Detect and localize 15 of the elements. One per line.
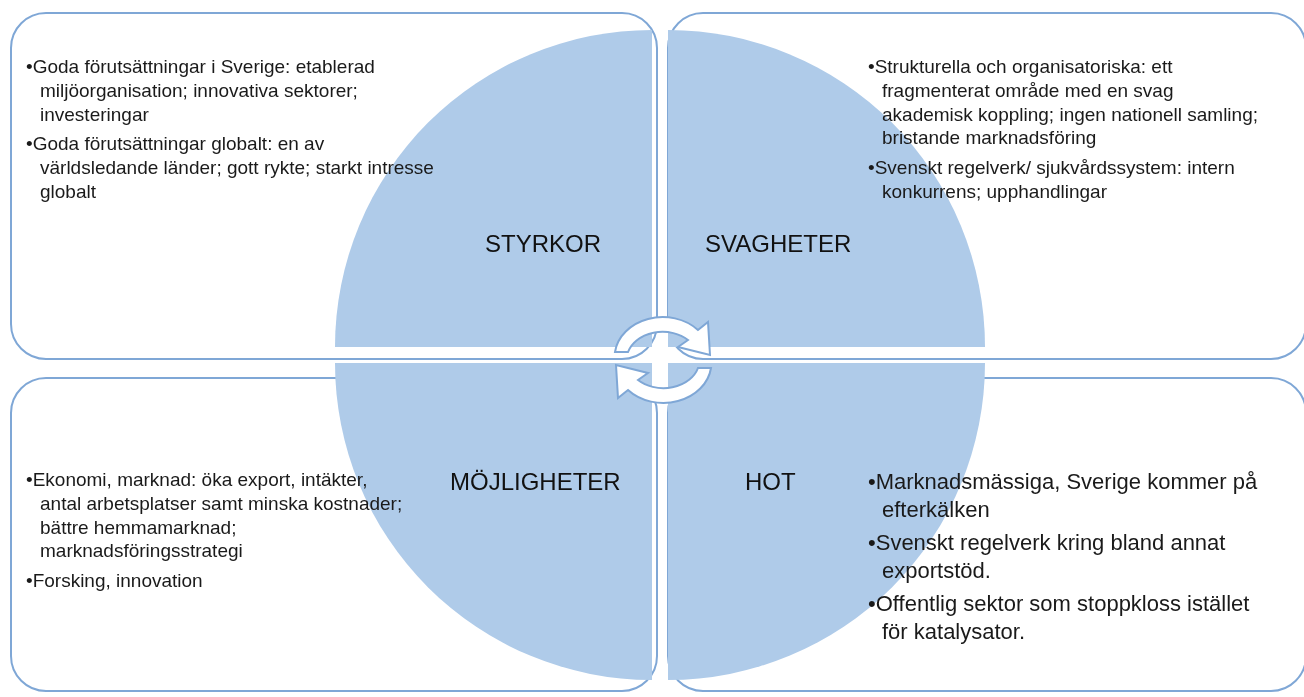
bullet-text: •Marknadsmässiga, Sverige kommer på efterkälken (868, 468, 1259, 523)
quadrant-label: HOT (745, 468, 796, 496)
quadrant-label: STYRKOR (485, 230, 601, 258)
bullet-text: •Goda förutsättningar i Sverige: etablerad miljöorganisation; innovativa sektorer; investeringar (26, 55, 376, 127)
quadrant-label: SVAGHETER (705, 230, 852, 258)
bullet-text: •Forsking, innovation (26, 569, 204, 593)
bullet-text: •Strukturella och organisatoriska: ett fragmenterat område med en svag akademisk koppling; ingen nationell samling; bristande marknadsföring (868, 55, 1259, 150)
swot-panel (667, 12, 1304, 360)
bullet-text: •Svenskt regelverk/ sjukvårdssystem: intern konkurrens; upphandlingar (868, 156, 1236, 204)
swot-panel (10, 12, 658, 360)
bullet-text: •Ekonomi, marknad: öka export, intäkter, antal arbetsplatser samt minska kostnader; bättre hemmamarknad; marknadsföringsstrategi (26, 468, 404, 563)
bullet-text: •Goda förutsättningar globalt: en av världsledande länder; gott rykte; starkt intresse globalt (26, 132, 435, 204)
bullet-text: •Svenskt regelverk kring bland annat exportstöd. (868, 529, 1227, 584)
bullet-text: •Offentlig sektor som stoppkloss istället för katalysator. (868, 590, 1251, 645)
quadrant-label: MÖJLIGHETER (450, 468, 621, 496)
